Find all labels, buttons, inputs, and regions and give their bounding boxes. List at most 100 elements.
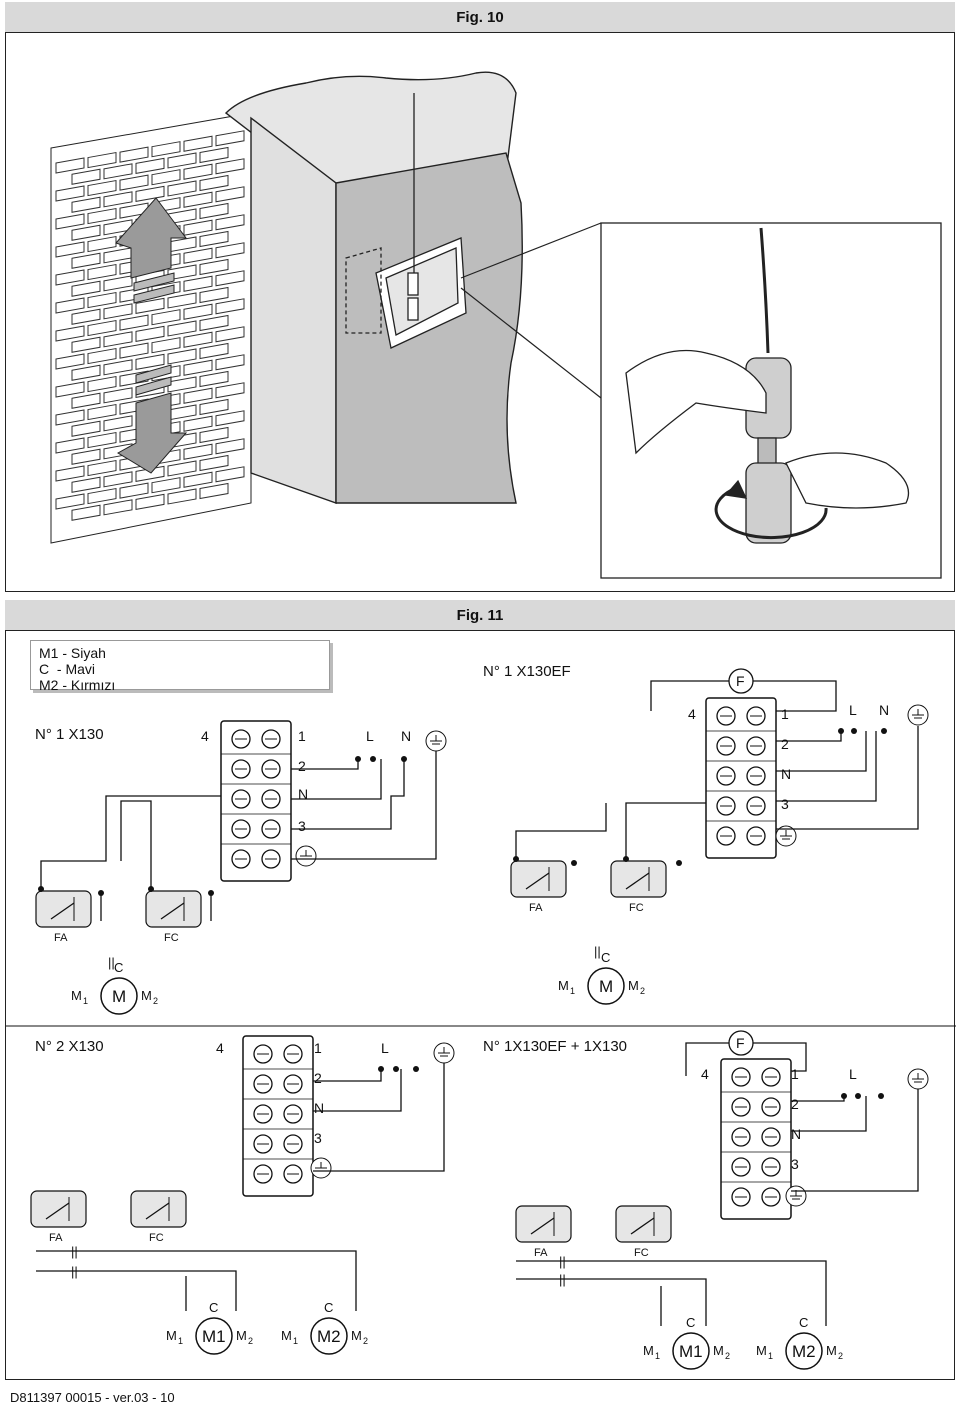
term-3: 3 — [298, 818, 306, 834]
brick — [87, 207, 117, 225]
motor-m2-sub: 2 — [248, 1336, 253, 1346]
term-2: 2 — [791, 1096, 799, 1112]
brick — [119, 370, 149, 387]
motor-label: M — [112, 987, 126, 1006]
brick — [87, 291, 117, 309]
motor-m2-label: M — [826, 1343, 837, 1358]
wire — [36, 1250, 357, 1311]
brick — [183, 163, 213, 180]
wire — [120, 800, 152, 889]
wire — [791, 1096, 867, 1132]
term-N: N — [298, 786, 308, 802]
term-4: 4 — [201, 728, 209, 744]
junction-dot — [855, 1093, 861, 1099]
brick — [71, 308, 101, 325]
brick — [199, 342, 229, 360]
motor-m2-sub: 2 — [153, 996, 158, 1006]
supply-L: L — [381, 1040, 389, 1056]
motor-m1-label: M — [558, 978, 569, 993]
term-3: 3 — [314, 1130, 322, 1146]
brick — [183, 331, 213, 348]
brick — [71, 420, 101, 437]
switch-contact — [630, 1217, 655, 1235]
term-1: 1 — [314, 1040, 322, 1056]
brick — [87, 459, 117, 477]
fig10-panel — [5, 32, 955, 592]
motor-m1-sub: 1 — [655, 1351, 660, 1361]
switch-contact — [525, 872, 550, 890]
brick — [103, 275, 133, 292]
zoom-lines — [460, 222, 602, 399]
fig11-title: Fig. 11 — [456, 606, 504, 624]
brick — [167, 152, 197, 169]
motor-m2-label: M — [236, 1328, 247, 1343]
brick — [215, 326, 245, 343]
brick — [71, 336, 101, 353]
switch-body — [510, 860, 567, 898]
motor-c-label: C — [686, 1315, 695, 1330]
brick — [71, 280, 101, 297]
wire — [776, 731, 877, 802]
brick — [215, 186, 245, 203]
installation-illustration — [50, 71, 942, 579]
brick — [199, 370, 229, 388]
brick — [71, 392, 101, 409]
term-4: 4 — [688, 706, 696, 722]
cabinet — [224, 71, 523, 504]
brick — [199, 314, 229, 332]
brick — [183, 415, 213, 432]
brick — [135, 325, 165, 342]
switch-contact — [530, 1217, 555, 1235]
brick — [71, 224, 101, 241]
section-title-1: N° 1 X130 — [35, 726, 104, 743]
wire — [753, 680, 837, 712]
brick — [215, 438, 245, 455]
brick — [119, 314, 149, 331]
wire — [313, 1069, 382, 1082]
brick — [167, 180, 197, 197]
brick — [87, 319, 117, 337]
brick — [199, 286, 229, 304]
junction-dot — [878, 1093, 884, 1099]
switch-body — [610, 860, 667, 898]
supply-L: L — [849, 1066, 857, 1082]
brick — [167, 320, 197, 337]
brick — [183, 247, 213, 264]
brick — [71, 168, 101, 185]
brick — [103, 191, 133, 208]
brick — [87, 179, 117, 197]
motor-label: M2 — [317, 1327, 341, 1346]
brick — [135, 493, 165, 510]
motor-m1-sub: 1 — [293, 1336, 298, 1346]
brick — [71, 252, 101, 269]
fig11-header: Fig. 11 — [5, 600, 955, 630]
brick — [55, 241, 85, 258]
brick — [215, 242, 245, 259]
switch-body — [145, 890, 202, 928]
term-N: N — [791, 1126, 801, 1142]
term-1: 1 — [298, 728, 306, 744]
brick — [55, 409, 85, 426]
wire — [650, 680, 729, 711]
brick — [151, 477, 181, 494]
fa-label: FA — [534, 1247, 548, 1259]
brick — [55, 157, 85, 174]
section-title-2: N° 1 X130EF — [483, 663, 571, 680]
junction-box — [345, 93, 467, 349]
motor-m1-label: M — [643, 1343, 654, 1358]
brick — [215, 214, 245, 231]
brick — [183, 443, 213, 460]
term-1: 1 — [791, 1066, 799, 1082]
wire — [776, 726, 919, 830]
wire — [313, 1063, 445, 1172]
brick — [183, 219, 213, 236]
brick — [55, 493, 85, 510]
brick — [103, 359, 133, 376]
brick — [135, 297, 165, 314]
motor-m2-sub: 2 — [838, 1351, 843, 1361]
wire — [685, 1042, 729, 1076]
junction-dot — [676, 860, 682, 866]
brick — [55, 269, 85, 286]
brick — [215, 382, 245, 399]
brick — [71, 504, 101, 521]
